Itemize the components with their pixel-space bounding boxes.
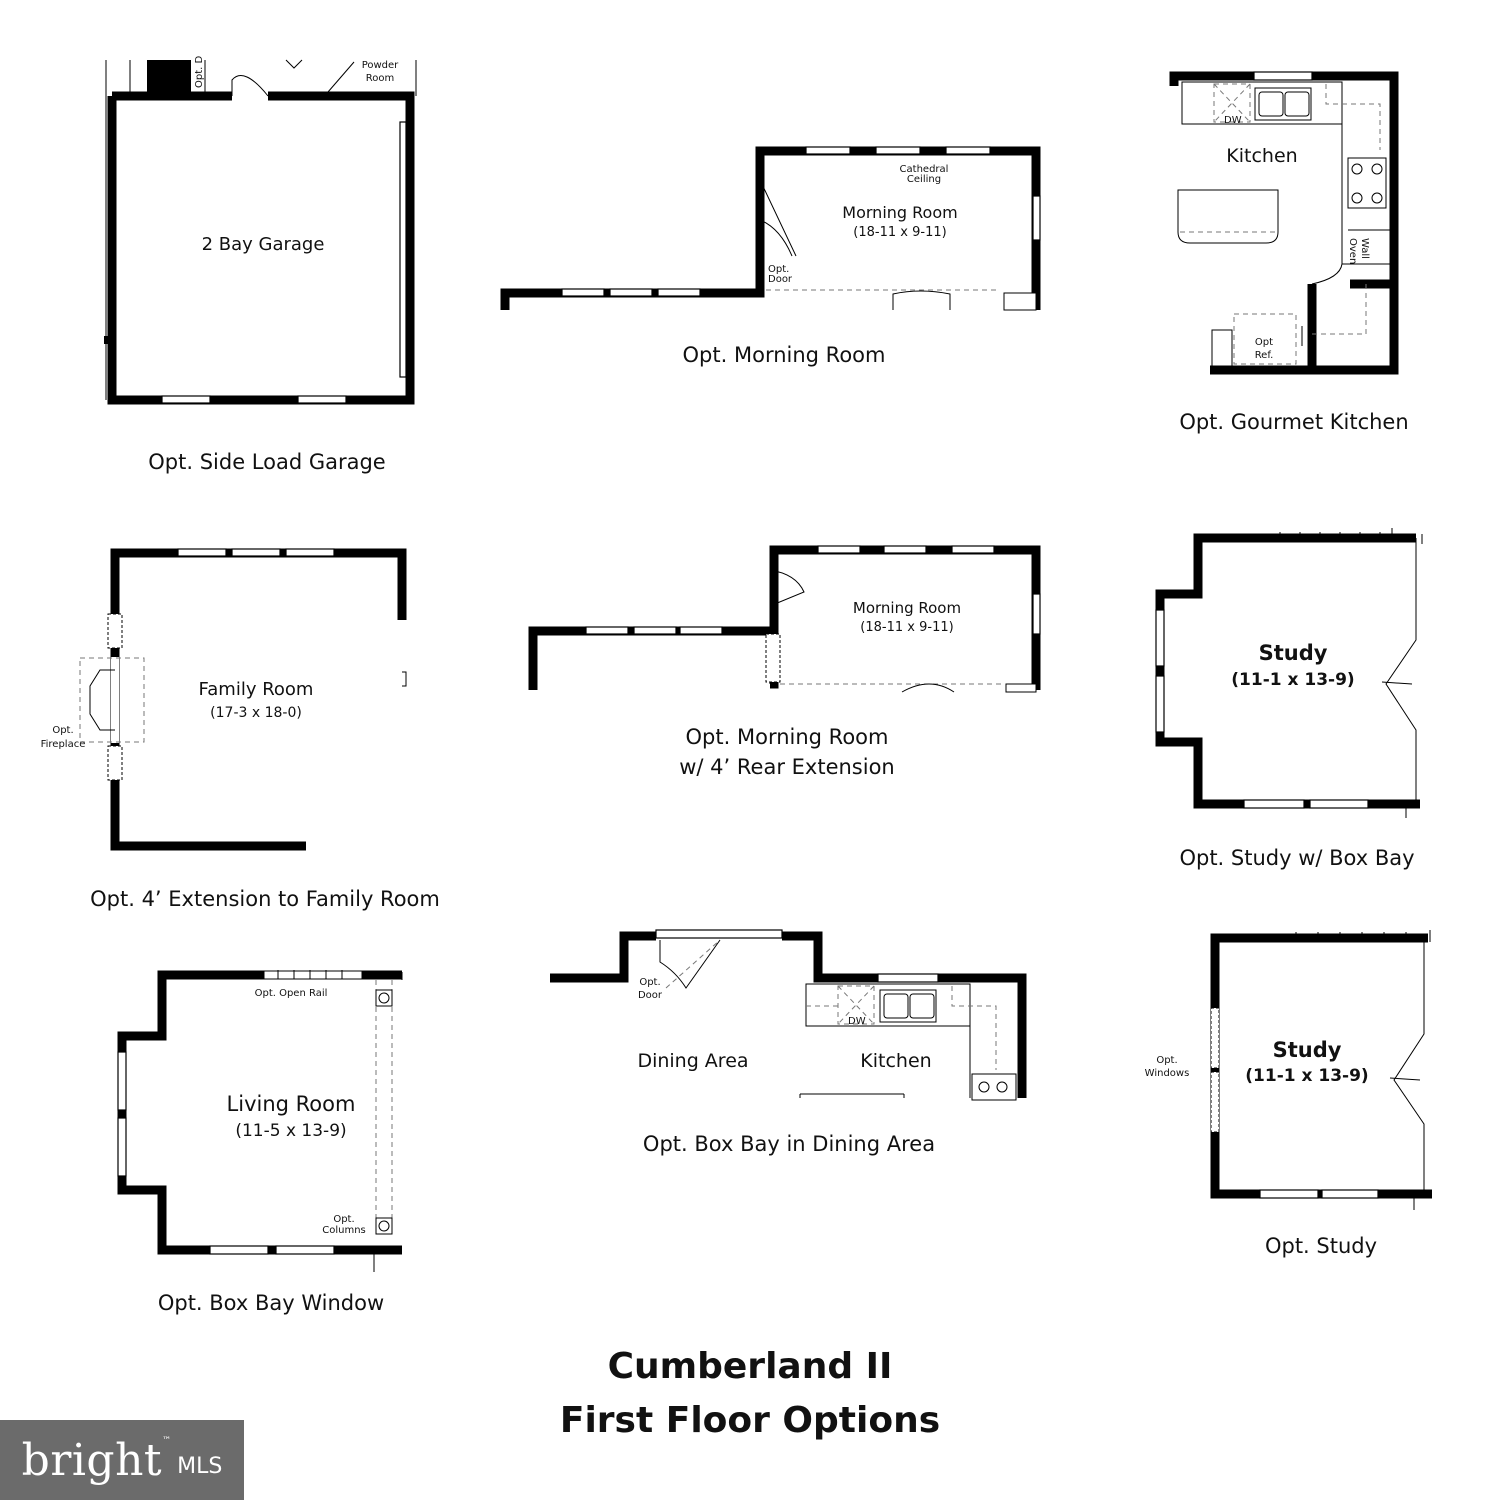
dining-dishwasher-label: DW bbox=[848, 1016, 866, 1027]
caption-box-bay-dining: Opt. Box Bay in Dining Area bbox=[643, 1132, 935, 1156]
family-room-label: Family Room bbox=[199, 679, 314, 700]
wall-oven-line2: Oven bbox=[1347, 238, 1358, 264]
powder-room-label-line2: Room bbox=[366, 73, 394, 84]
dining-area-label: Dining Area bbox=[637, 1050, 748, 1072]
optional-door-line1: Opt. bbox=[768, 264, 789, 275]
optional-door-note: Opt. D bbox=[194, 56, 205, 88]
living-room-label: Living Room bbox=[227, 1092, 356, 1116]
caption-morning-room-ext-line1: Opt. Morning Room bbox=[686, 725, 889, 749]
kitchen-room-label: Kitchen bbox=[1226, 145, 1297, 167]
plan-study-box-bay: Study (11-1 x 13-9) Opt. Study w/ Box Ba… bbox=[1155, 528, 1423, 870]
dishwasher-label: DW bbox=[1224, 115, 1242, 126]
open-rail-label: Opt. Open Rail bbox=[255, 988, 328, 999]
logo-brand-text: bright bbox=[21, 1434, 163, 1486]
study-dims: (11-1 x 13-9) bbox=[1245, 1066, 1368, 1086]
optional-door-line2: Door bbox=[768, 274, 793, 285]
windows-label-line2: Windows bbox=[1145, 1068, 1190, 1079]
cathedral-ceiling-line2: Ceiling bbox=[907, 174, 941, 185]
caption-study-box-bay: Opt. Study w/ Box Bay bbox=[1179, 846, 1414, 870]
study-box-bay-label: Study bbox=[1259, 641, 1328, 665]
columns-label-line1: Opt. bbox=[333, 1214, 354, 1225]
plan-morning-room: Cathedral Ceiling Morning Room (18-11 x … bbox=[500, 146, 1041, 367]
caption-study: Opt. Study bbox=[1265, 1234, 1377, 1258]
optional-ref-line2: Ref. bbox=[1255, 350, 1274, 361]
dining-kitchen-label: Kitchen bbox=[860, 1050, 931, 1072]
plan-family-room-extension: Opt. Fireplace Family Room (17-3 x 18-0)… bbox=[41, 548, 440, 911]
fireplace-label-line2: Fireplace bbox=[41, 739, 86, 750]
garage-room-label: 2 Bay Garage bbox=[202, 234, 325, 255]
dining-door-line1: Opt. bbox=[639, 977, 660, 988]
dining-door-line2: Door bbox=[638, 990, 663, 1001]
caption-family-room-extension: Opt. 4’ Extension to Family Room bbox=[90, 887, 440, 911]
caption-gourmet-kitchen: Opt. Gourmet Kitchen bbox=[1179, 410, 1408, 434]
caption-morning-room: Opt. Morning Room bbox=[683, 343, 886, 367]
caption-box-bay-window: Opt. Box Bay Window bbox=[158, 1291, 384, 1315]
plan-morning-room-rear-extension: Morning Room (18-11 x 9-11) Opt. Morning… bbox=[528, 545, 1041, 779]
sheet-title-line1: Cumberland II bbox=[607, 1346, 893, 1387]
morning-room-label: Morning Room bbox=[842, 203, 957, 222]
plan-gourmet-kitchen: DW Kitchen Wall Oven Opt Ref. Opt. Gourm… bbox=[1169, 71, 1409, 434]
morning-room-ext-label: Morning Room bbox=[853, 599, 961, 617]
caption-morning-room-ext-line2: w/ 4’ Rear Extension bbox=[679, 755, 894, 779]
morning-room-ext-dims: (18-11 x 9-11) bbox=[860, 620, 953, 635]
family-room-dims: (17-3 x 18-0) bbox=[210, 705, 302, 721]
windows-label-line1: Opt. bbox=[1156, 1055, 1177, 1066]
bright-mls-logo: bright ™ MLS bbox=[0, 1420, 244, 1500]
logo-trademark: ™ bbox=[162, 1436, 172, 1446]
cathedral-ceiling-line1: Cathedral bbox=[900, 164, 949, 175]
study-label: Study bbox=[1273, 1038, 1342, 1062]
living-room-dims: (11-5 x 13-9) bbox=[235, 1121, 346, 1141]
powder-room-label-line1: Powder bbox=[362, 60, 399, 71]
plan-box-bay-dining: Opt. Door DW Dining Area Kitchen Opt. Bo… bbox=[550, 929, 1027, 1156]
study-box-bay-dims: (11-1 x 13-9) bbox=[1231, 670, 1354, 690]
logo-mls-text: MLS bbox=[177, 1453, 223, 1479]
sheet-title-line2: First Floor Options bbox=[559, 1400, 941, 1441]
caption-side-load-garage: Opt. Side Load Garage bbox=[148, 450, 385, 474]
fireplace-label-line1: Opt. bbox=[52, 725, 73, 736]
sheet-title: Cumberland II First Floor Options bbox=[0, 1340, 1500, 1448]
plan-study: Opt. Windows Study (11-1 x 13-9) Opt. St… bbox=[1145, 930, 1432, 1258]
morning-room-dims: (18-11 x 9-11) bbox=[853, 225, 946, 240]
wall-oven-line1: Wall bbox=[1359, 238, 1370, 259]
plan-box-bay-window: Opt. Open Rail Living Room (11-5 x 13-9)… bbox=[117, 970, 403, 1315]
optional-ref-line1: Opt bbox=[1255, 337, 1273, 348]
plan-side-load-garage: Opt. D Powder Room 2 Bay Garage Opt. Sid… bbox=[104, 56, 417, 474]
columns-label-line2: Columns bbox=[322, 1225, 366, 1236]
